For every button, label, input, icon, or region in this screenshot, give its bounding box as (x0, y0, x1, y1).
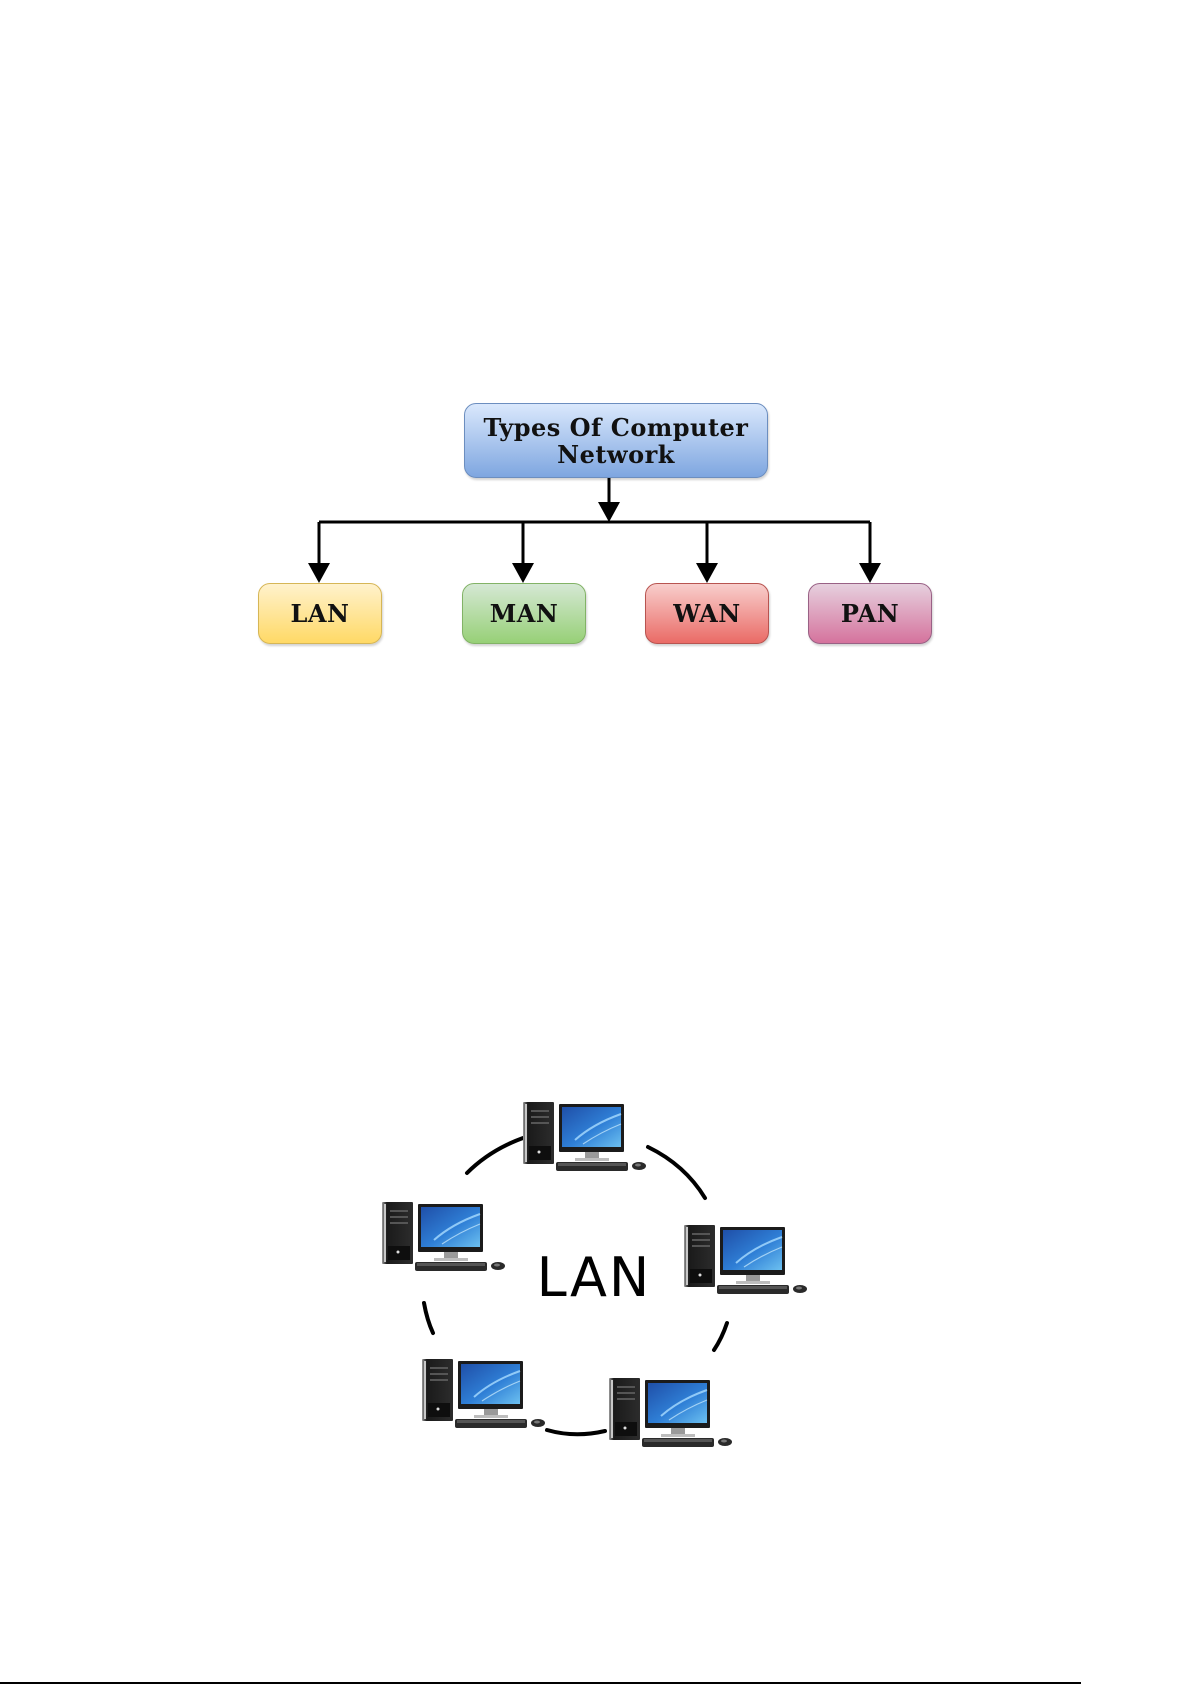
ring-segment-top-left (467, 1138, 523, 1173)
tree-connectors (0, 0, 1192, 700)
man-node-label: MAN (490, 599, 559, 628)
wan-node-label: WAN (673, 599, 740, 628)
pan-arrowhead (859, 563, 881, 583)
computer-icon-bottom-left (422, 1359, 545, 1428)
ring-segment-top-right (648, 1147, 705, 1198)
footer-divider (0, 1682, 1081, 1684)
child-node-man: MAN (462, 583, 586, 644)
root-label-line2: Network (484, 441, 749, 468)
root-label-line1: Types Of Computer (484, 414, 749, 441)
root-arrowhead (598, 502, 620, 522)
root-node-types-of-computer-network: Types Of Computer Network (464, 403, 768, 478)
ring-segment-bottom (547, 1430, 605, 1434)
man-arrowhead (512, 563, 534, 583)
ring-segment-right (714, 1323, 727, 1350)
child-node-wan: WAN (645, 583, 769, 644)
lan-arrowhead (308, 563, 330, 583)
child-node-pan: PAN (808, 583, 932, 644)
child-node-lan: LAN (258, 583, 382, 644)
pan-node-label: PAN (841, 599, 899, 628)
computer-icon-right (684, 1225, 807, 1294)
lan-node-label: LAN (291, 599, 350, 628)
computer-icon-top (523, 1102, 646, 1171)
ring-segment-left (424, 1303, 433, 1333)
computer-icon-bottom-right (609, 1378, 732, 1447)
computer-icon-left (382, 1202, 505, 1271)
wan-arrowhead (696, 563, 718, 583)
lan-diagram-label: LAN (536, 1248, 652, 1308)
